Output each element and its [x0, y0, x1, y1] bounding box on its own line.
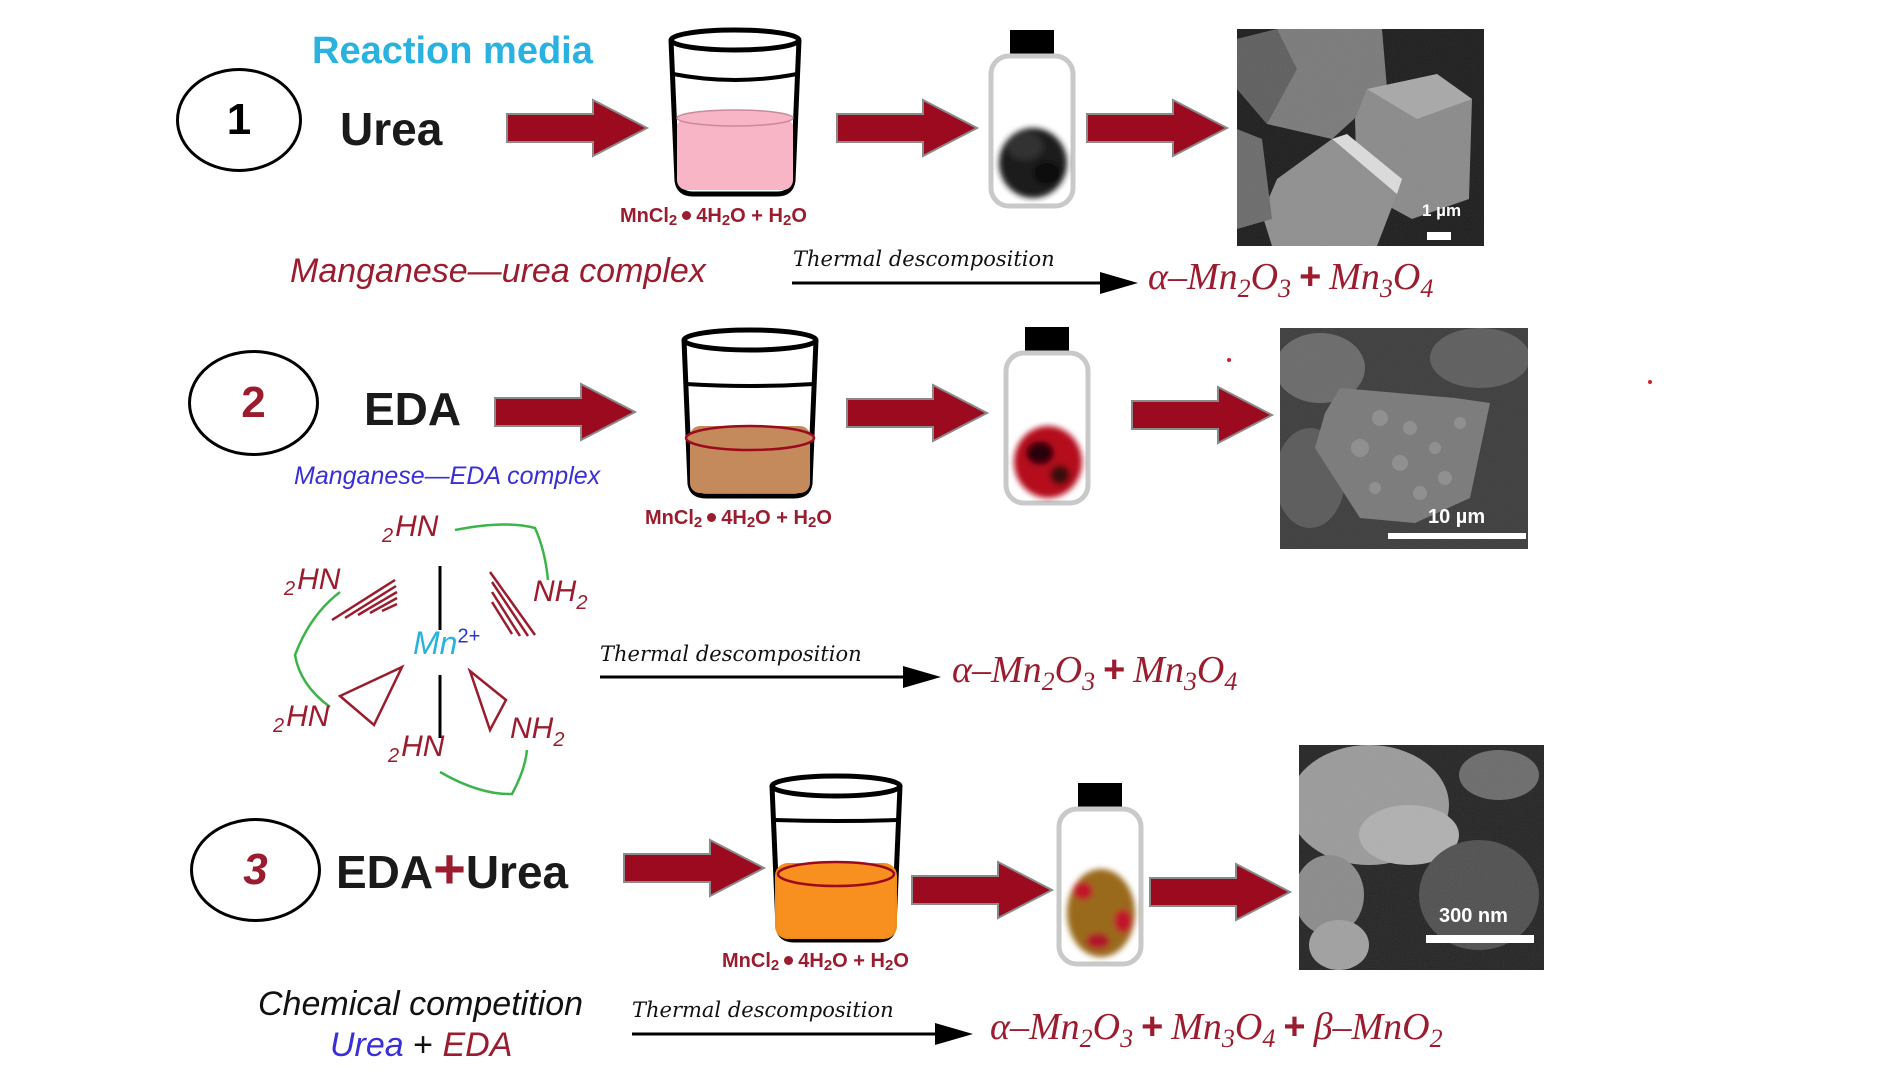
step-3-sem-scale-bar [1426, 935, 1534, 943]
step-3-arrow-label: Thermal descomposition [632, 998, 894, 1022]
step-1-arrow-label: Thermal descomposition [793, 247, 1055, 271]
step-3-reagents: EDA+Urea [336, 836, 568, 901]
ligand-top: 2HN [382, 510, 439, 547]
step-1-number-circle: 1 [176, 68, 302, 172]
step-2-arrow-2 [846, 383, 990, 443]
step-2-sem-scale-label: 10 µm [1428, 506, 1486, 528]
step-1-black-powder [999, 128, 1067, 198]
competition-urea: Urea [330, 1026, 404, 1064]
step-1-sem-scale-label: 1 µm [1422, 201, 1462, 220]
step-3-products: α–Mn2O3+Mn3O4+β–MnO2 [990, 1006, 1443, 1053]
step-1-arrow-2 [836, 98, 980, 158]
step-3-reaction-arrow [632, 1023, 973, 1045]
step-3-arrow-2 [911, 860, 1055, 920]
step-3-sem-image: 300 nm [1299, 745, 1544, 970]
ligand-upper-right: NH2 [533, 575, 588, 614]
step-1-beaker [668, 27, 802, 197]
step-3-competition-reagents: Urea + EDA [330, 1026, 512, 1065]
step-1-number: 1 [226, 95, 252, 144]
step-1-product-vial [988, 30, 1076, 209]
ligand-bottom: 2HN [388, 730, 445, 767]
step-2-number-circle: 2 [188, 350, 319, 456]
step-1-complex-label: Manganese—urea complex [290, 252, 706, 290]
step-2-red-powder [1014, 426, 1082, 498]
center-metal-ion: Mn2+ [413, 625, 481, 661]
step-2-product-vial [1003, 327, 1091, 506]
step-2-arrow-1 [494, 382, 638, 442]
stray-dot [1648, 380, 1652, 384]
step-1-reaction-arrow [792, 272, 1138, 294]
step-2-reaction-arrow [600, 666, 941, 688]
step-3-sem-scale-label: 300 nm [1439, 905, 1508, 927]
step-1-products: α–Mn2O3+Mn3O4 [1148, 256, 1434, 303]
step-1-sem-scale-bar [1427, 232, 1451, 240]
competition-eda: EDA [442, 1026, 513, 1064]
step-2-arrow-3 [1131, 385, 1275, 445]
ligand-upper-left: 2HN [284, 563, 341, 600]
step-3-number-circle: 3 [190, 818, 321, 922]
step-2-products: α–Mn2O3+Mn3O4 [952, 649, 1238, 696]
step-2-sem-scale-bar [1388, 533, 1526, 539]
step-2-complex-label: Manganese—EDA complex [294, 462, 601, 490]
reaction-media-title: Reaction media [312, 30, 593, 72]
step-3-competition-label: Chemical competition [258, 985, 584, 1023]
ligand-lower-left: 2HN [273, 700, 330, 737]
step-1-arrow-1 [506, 98, 650, 158]
step-3-arrow-3 [1149, 862, 1293, 922]
step-3-reagent-a: EDA [336, 846, 434, 898]
step-1-solution [677, 118, 793, 190]
stray-dot [1227, 358, 1231, 362]
step-3-product-vial [1056, 783, 1144, 967]
competition-plus: + [413, 1026, 434, 1064]
step-2-beaker [681, 327, 819, 499]
step-3-reagent-b: Urea [465, 846, 569, 898]
step-2-number: 2 [241, 378, 266, 427]
step-3-reagent-plus: + [433, 837, 466, 900]
step-2-reagent: EDA [364, 383, 462, 435]
step-2-arrow-label: Thermal descomposition [600, 642, 862, 666]
step-1-arrow-3 [1086, 98, 1230, 158]
step-3-arrow-1 [623, 838, 767, 898]
ligand-lower-right: NH2 [510, 712, 565, 751]
step-3-number: 3 [243, 845, 268, 894]
step-1-reagent: Urea [340, 103, 443, 155]
complex-bonds [293, 523, 550, 796]
step-3-brown-powder [1067, 869, 1135, 957]
step-2-sem-image: 10 µm [1280, 328, 1528, 549]
step-3-beaker [769, 773, 903, 943]
step-1-sem-image: 1 µm [1237, 29, 1484, 246]
